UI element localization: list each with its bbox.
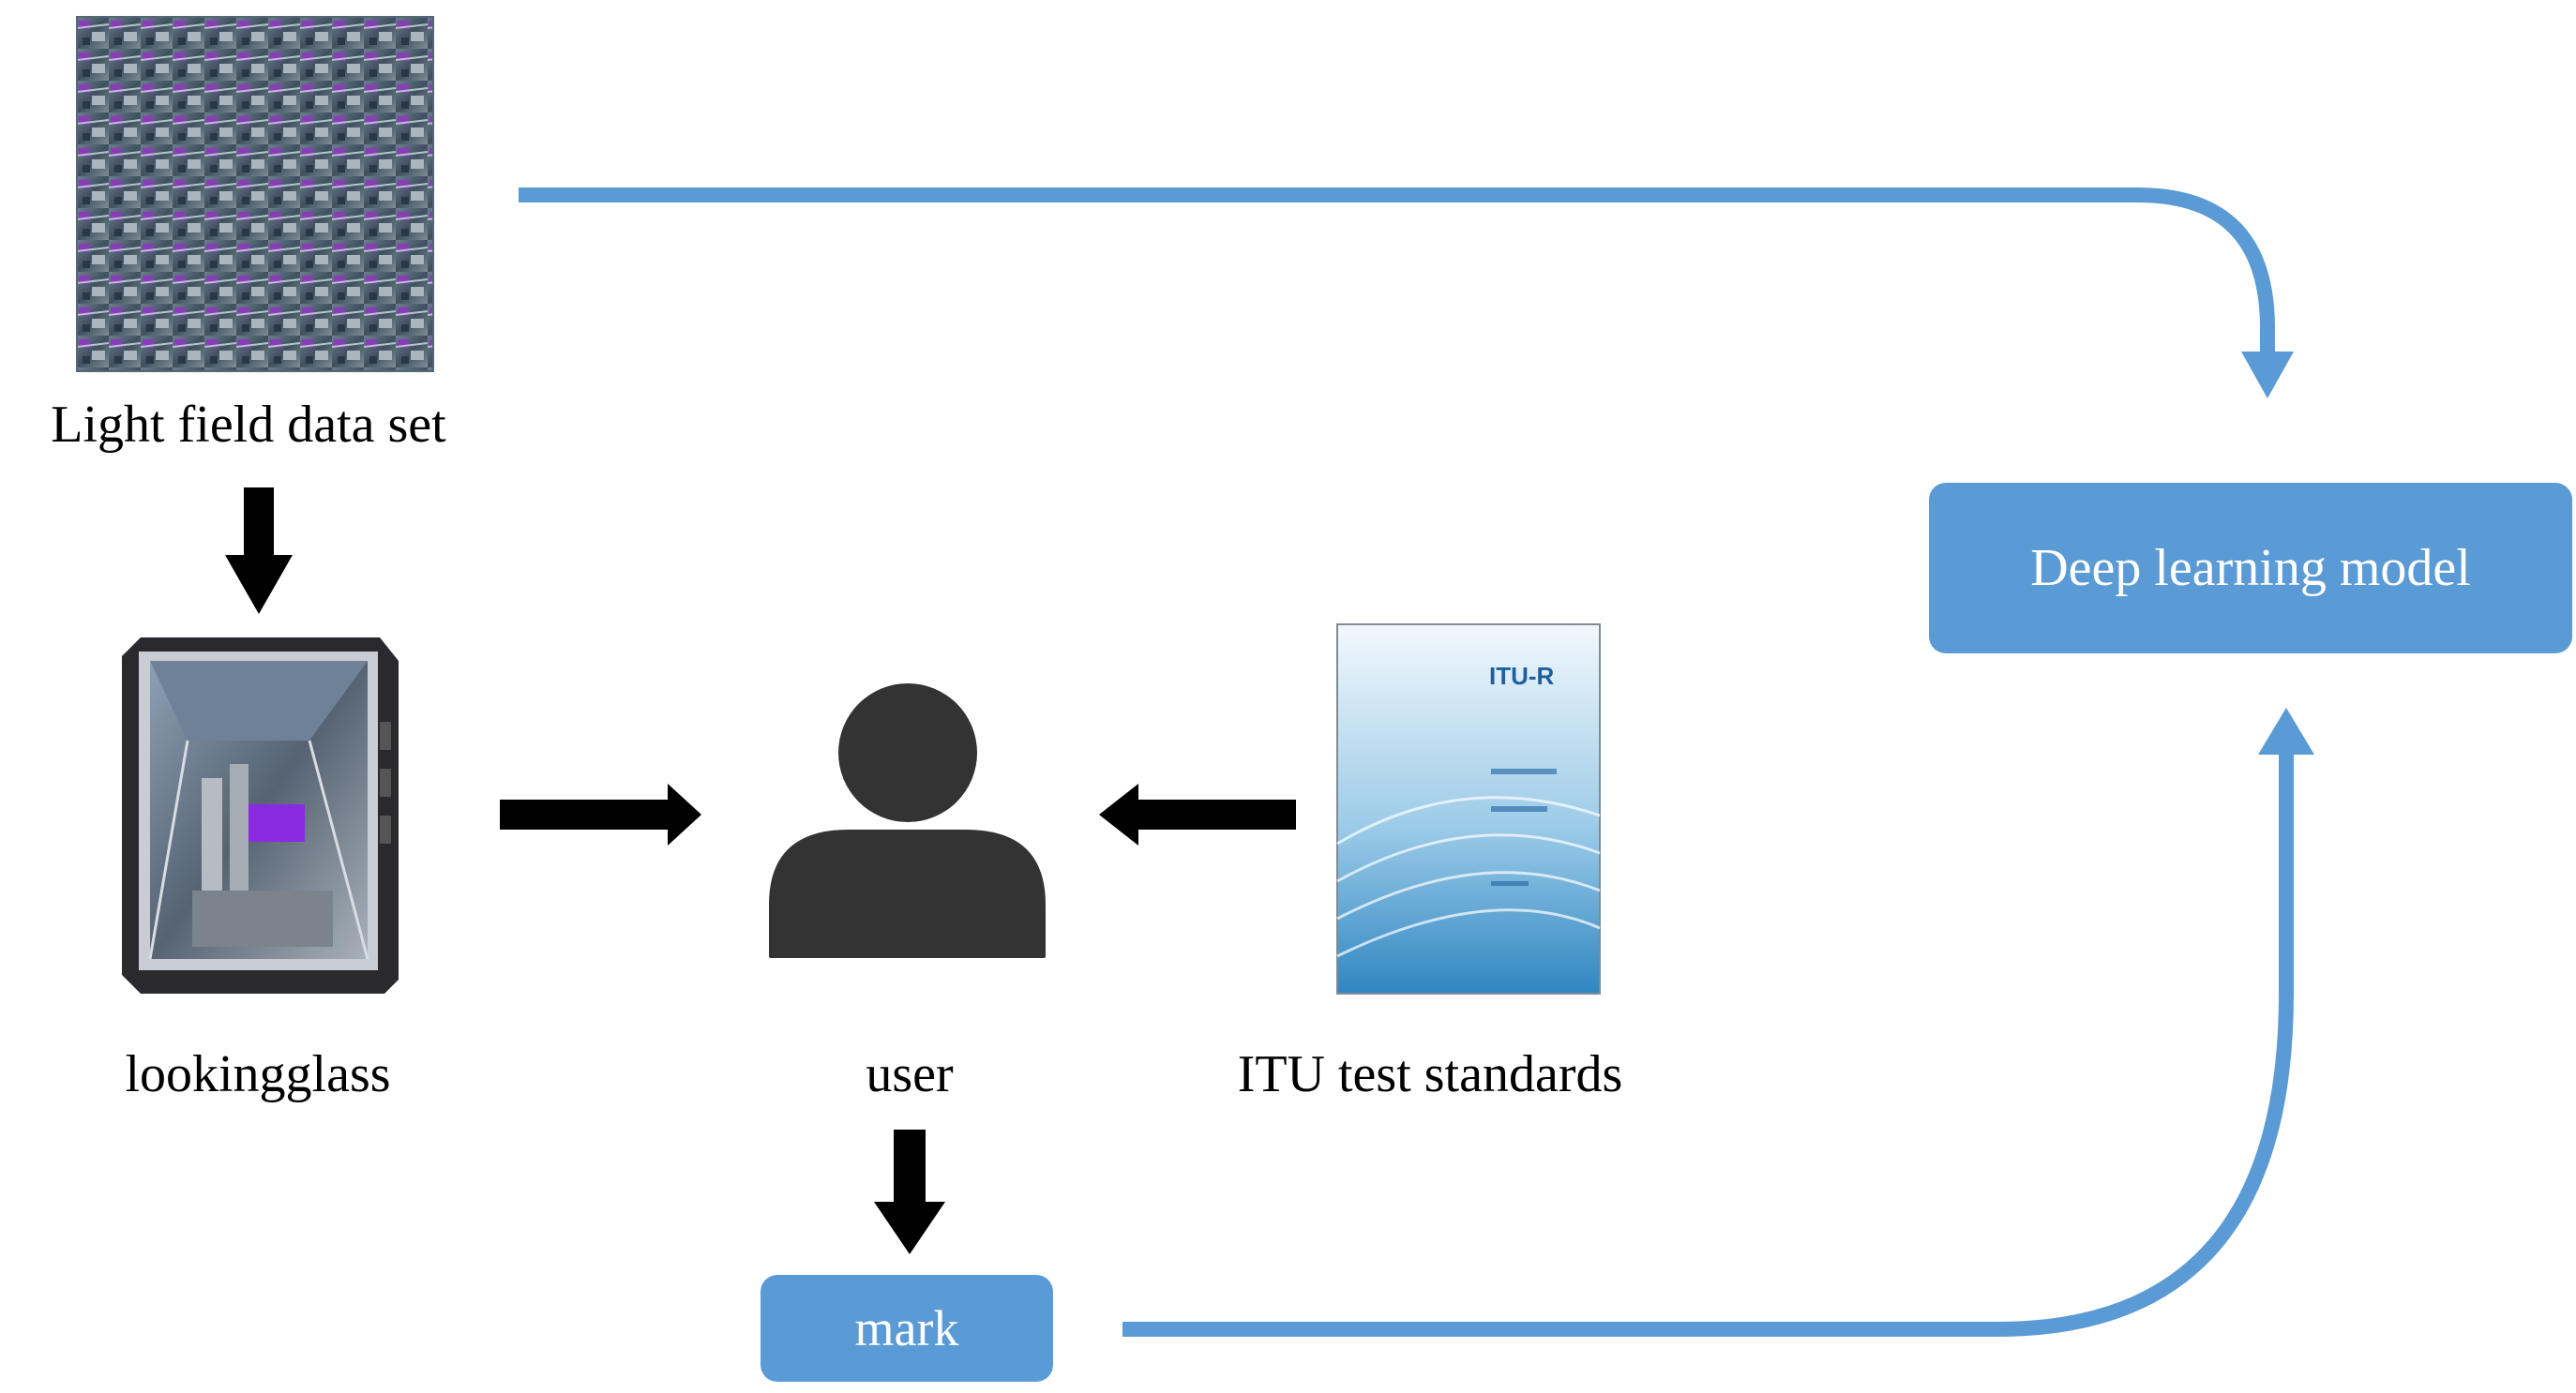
- mark-label: mark: [854, 1300, 959, 1356]
- arrow-lightfield-to-model: [519, 187, 2294, 398]
- itu-document-title: ITU-R: [1489, 662, 1555, 690]
- arrow-mark-to-model: [1122, 708, 2314, 1337]
- light-field-label: Light field data set: [51, 396, 446, 454]
- lookingglass-device-icon: [122, 637, 399, 994]
- itu-document-icon: ITU-R: [1336, 623, 1601, 995]
- mark-box: mark: [761, 1275, 1053, 1382]
- lookingglass-label: lookingglass: [125, 1045, 391, 1103]
- light-field-image: [76, 16, 434, 372]
- arrow-user-to-mark: [874, 1130, 945, 1254]
- user-label: user: [866, 1045, 954, 1103]
- deep-learning-model-box: Deep learning model: [1929, 483, 2572, 653]
- arrow-itu-to-user: [1099, 784, 1296, 846]
- arrow-lightfield-to-lookingglass: [225, 487, 293, 614]
- itu-label: ITU test standards: [1237, 1045, 1623, 1103]
- arrow-lookingglass-to-user: [500, 784, 701, 846]
- deep-learning-model-label: Deep learning model: [2030, 539, 2471, 597]
- user-person-icon: [769, 683, 1046, 958]
